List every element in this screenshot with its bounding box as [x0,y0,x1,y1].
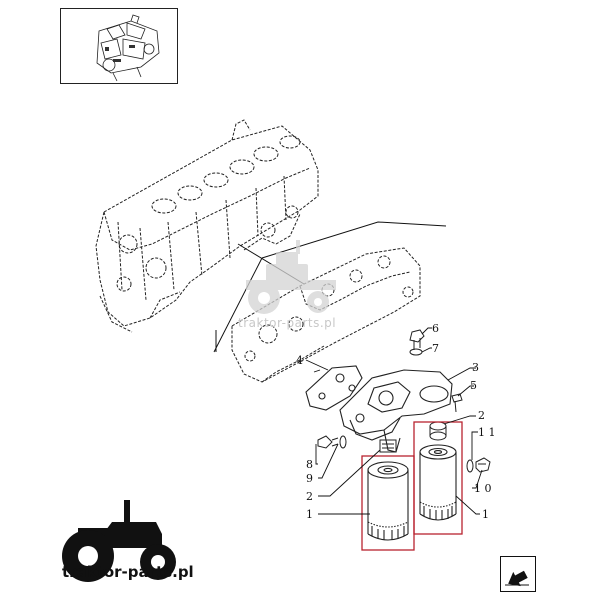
next-page-button[interactable] [500,556,536,592]
filter-adapter-left [379,439,397,453]
callout-8: 8 [306,458,313,471]
oil-filter-left [367,461,409,541]
highlight-filter-left [361,455,415,551]
brand-text: traktor-parts.pl [62,563,194,581]
screw-part-5 [451,393,463,413]
callout-9: 9 [306,472,313,485]
oil-filter-right [419,444,457,521]
plug-part-10 [475,457,491,473]
highlight-filter-right [413,421,463,535]
plug-part-6 [409,329,425,350]
callout-11: 1 1 [478,426,496,439]
engine-thumbnail[interactable] [60,8,178,84]
gasket-part [305,365,363,411]
callout-1-left: 1 [306,508,313,521]
seal-part-7 [409,348,423,356]
callout-1-right: 1 [482,508,489,521]
callout-10: 1 0 [474,482,492,495]
callout-2-left: 2 [306,490,313,503]
callout-7: 7 [432,342,439,355]
next-page-arrow-icon [505,570,529,587]
plug-part-8 [317,435,339,449]
seal-part-9 [339,435,347,449]
callout-6: 6 [432,322,439,335]
callout-3: 3 [472,361,479,374]
filter-adapter-right [429,421,447,441]
callout-4: 4 [296,354,303,367]
engine-thumbnail-icon [96,14,160,82]
callout-5: 5 [470,379,477,392]
callout-2-right: 2 [478,409,485,422]
oil-cooler-housing [231,247,421,383]
seal-part-11 [466,459,474,473]
tractor-watermark-icon [246,240,336,314]
engine-block [95,119,319,333]
watermark-text: traktor-parts.pl [238,316,337,330]
